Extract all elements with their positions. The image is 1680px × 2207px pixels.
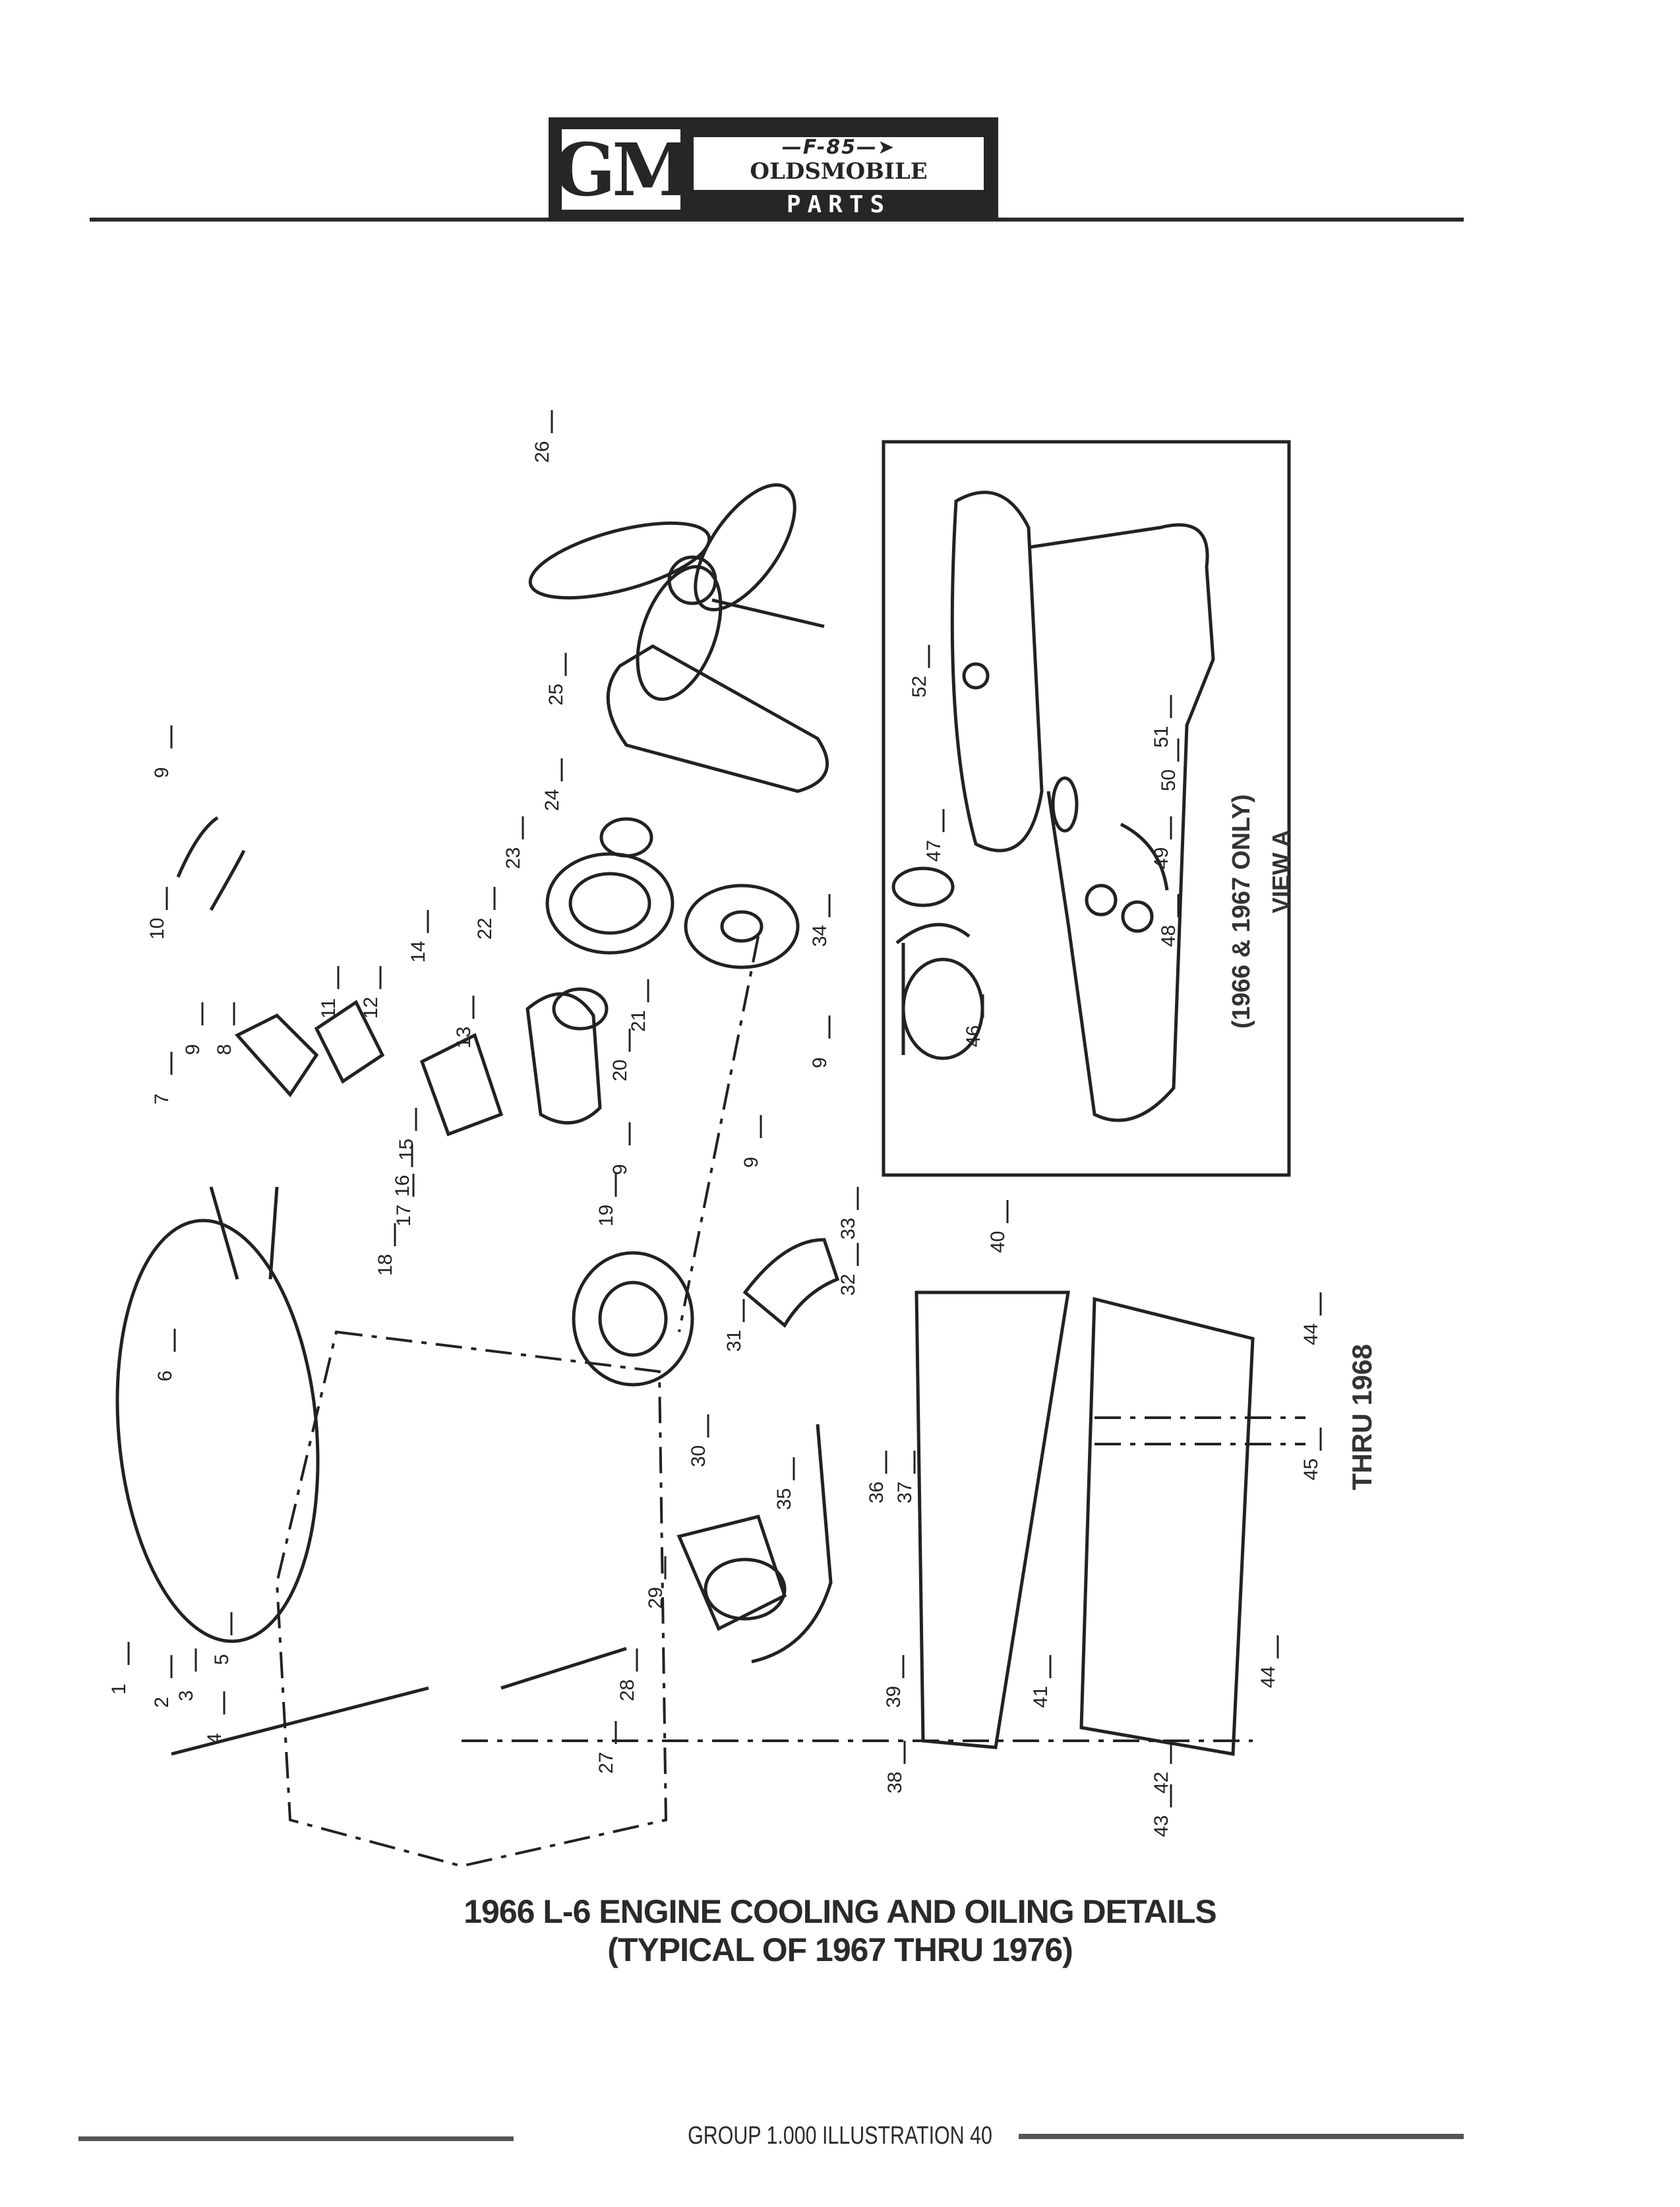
callout-28: 28 <box>616 1679 638 1701</box>
inset-view-label: VIEW A <box>1267 830 1294 913</box>
callout-32: 32 <box>837 1274 859 1296</box>
callout-9: 9 <box>182 1044 204 1055</box>
callout-11: 11 <box>318 998 340 1019</box>
callout-34: 34 <box>809 925 831 947</box>
callout-17: 17 <box>393 1205 415 1226</box>
callout-2: 2 <box>151 1697 173 1708</box>
gm-logo: GM <box>554 127 692 212</box>
callout-49: 49 <box>1151 847 1172 869</box>
illustration-title: 1966 L-6 ENGINE COOLING AND OILING DETAI… <box>0 1892 1680 1969</box>
callout-44: 44 <box>1257 1666 1279 1688</box>
water-pump <box>525 987 609 1125</box>
title-line-2: (TYPICAL OF 1967 THRU 1976) <box>607 1931 1073 1968</box>
callout-9: 9 <box>809 1057 831 1068</box>
callout-45: 45 <box>1300 1459 1322 1480</box>
callout-6: 6 <box>154 1370 176 1381</box>
bypass-hose <box>742 1238 840 1328</box>
callout-38: 38 <box>884 1772 906 1794</box>
callout-1: 1 <box>108 1683 130 1695</box>
callout-37: 37 <box>894 1482 916 1503</box>
callout-21: 21 <box>628 1010 649 1032</box>
callout-46: 46 <box>963 1025 984 1047</box>
callout-36: 36 <box>866 1482 887 1503</box>
callout-42: 42 <box>1151 1772 1172 1794</box>
brand-name: OLDSMOBILE <box>750 158 928 185</box>
oil-pan-gasket <box>915 1290 1070 1749</box>
oil-pan <box>1079 1296 1255 1756</box>
callout-41: 41 <box>1030 1686 1052 1708</box>
callout-9: 9 <box>151 767 173 778</box>
air-cleaner <box>115 1186 320 1643</box>
catalogue-subtitle: PARTS CATALOGUE <box>744 191 933 246</box>
callout-47: 47 <box>923 840 945 862</box>
callout-18: 18 <box>375 1254 396 1276</box>
callout-7: 7 <box>151 1093 173 1104</box>
callout-40: 40 <box>987 1231 1009 1253</box>
callout-43: 43 <box>1151 1815 1172 1837</box>
callout-25: 25 <box>545 684 567 706</box>
footer-rule-left <box>78 2136 514 2141</box>
ac-compressor <box>572 1251 694 1387</box>
callout-16: 16 <box>392 1175 413 1197</box>
callout-24: 24 <box>541 789 563 811</box>
callout-44: 44 <box>1300 1323 1322 1345</box>
thermostat-housing <box>234 1000 504 1137</box>
callout-9: 9 <box>740 1157 762 1168</box>
callout-51: 51 <box>1151 726 1172 748</box>
callout-5: 5 <box>211 1654 233 1665</box>
callout-22: 22 <box>474 918 496 940</box>
callout-14: 14 <box>407 941 429 963</box>
callout-3: 3 <box>175 1690 197 1701</box>
page-footer: GROUP 1.000 ILLUSTRATION 40 <box>688 2122 992 2150</box>
callout-15: 15 <box>396 1139 417 1161</box>
inset-caption: (1966 & 1967 ONLY) <box>1228 794 1255 1029</box>
footer-rule-right <box>1019 2134 1464 2139</box>
fan <box>528 483 825 701</box>
callout-8: 8 <box>214 1044 235 1055</box>
callout-50: 50 <box>1158 770 1180 791</box>
callout-26: 26 <box>531 441 553 463</box>
callout-33: 33 <box>837 1218 859 1240</box>
side-note-thru-1968: THRU 1968 <box>1346 1344 1377 1490</box>
f85-logo: —F-85—➤ <box>781 136 896 159</box>
callout-29: 29 <box>645 1587 667 1609</box>
callout-20: 20 <box>609 1060 631 1081</box>
callout-52: 52 <box>909 676 930 698</box>
callout-27: 27 <box>595 1752 617 1774</box>
inset-view-a-drawing <box>891 491 1215 1122</box>
callout-19: 19 <box>595 1205 617 1226</box>
callout-35: 35 <box>773 1488 795 1510</box>
callout-4: 4 <box>204 1733 225 1744</box>
callout-23: 23 <box>502 847 524 869</box>
engine-block <box>275 1330 668 1868</box>
callout-30: 30 <box>688 1445 709 1467</box>
catalogue-logo: GM —F-85—➤ OLDSMOBILE PARTS CATALOGUE <box>549 117 998 246</box>
callout-39: 39 <box>883 1686 905 1708</box>
pulleys <box>545 817 800 969</box>
callout-13: 13 <box>453 1027 475 1048</box>
callout-9: 9 <box>609 1164 631 1175</box>
radiator-hose <box>176 816 246 911</box>
callout-12: 12 <box>360 997 382 1019</box>
dipstick <box>171 1647 627 1756</box>
callout-31: 31 <box>723 1330 745 1352</box>
callout-48: 48 <box>1158 925 1180 947</box>
inset-view-a-frame <box>882 440 1291 1177</box>
fan-belt <box>606 644 829 793</box>
oldsmobile-logo: —F-85—➤ OLDSMOBILE <box>694 137 984 190</box>
callout-10: 10 <box>146 918 168 940</box>
title-line-1: 1966 L-6 ENGINE COOLING AND OILING DETAI… <box>464 1893 1216 1930</box>
oil-pump-pipe <box>751 1424 833 1664</box>
centerline <box>462 936 1305 1742</box>
oil-filter <box>676 1515 787 1631</box>
